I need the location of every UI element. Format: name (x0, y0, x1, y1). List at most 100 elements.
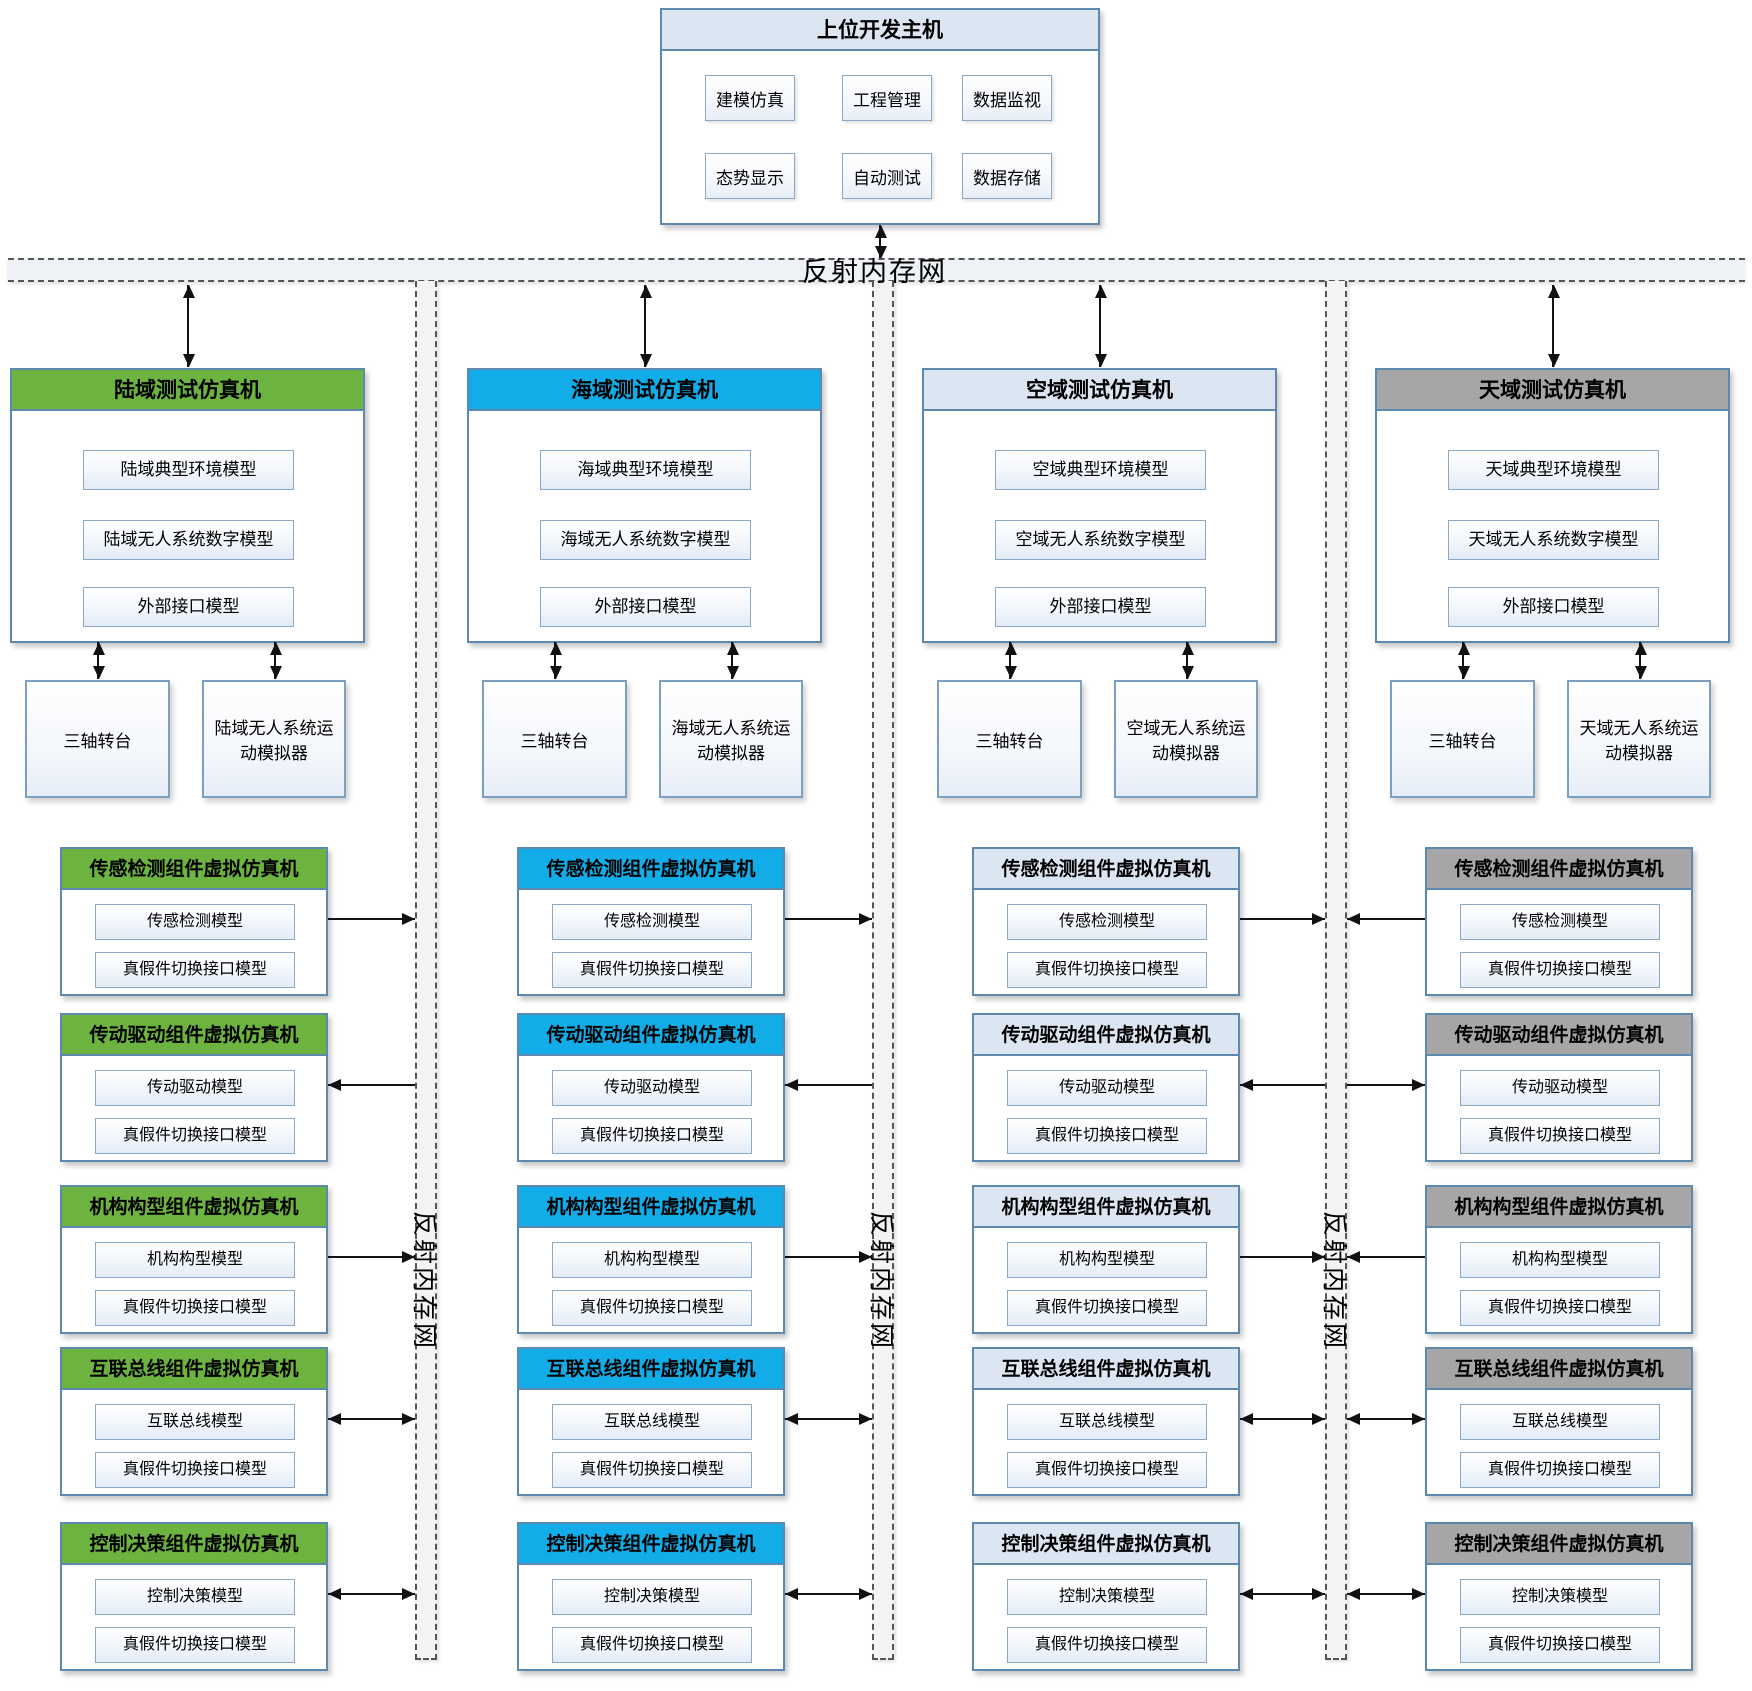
air-test-simulator-title: 空域测试仿真机 (924, 370, 1275, 411)
model-box: 传感检测模型 (95, 904, 295, 940)
network-label: 反射内存网 (867, 1210, 895, 1352)
comp-sensing: 传感检测组件虚拟仿真机 传感检测模型 真假件切换接口模型 (60, 847, 328, 996)
host-button-storage: 数据存储 (962, 153, 1052, 199)
motion-simulator-box: 海域无人系统运动模拟器 (659, 680, 803, 798)
comp-control-title: 控制决策组件虚拟仿真机 (62, 1524, 326, 1565)
comp-sensing-title: 传感检测组件虚拟仿真机 (1427, 849, 1691, 890)
model-box: 互联总线模型 (1460, 1404, 1660, 1440)
comp-sensing: 传感检测组件虚拟仿真机 传感检测模型 真假件切换接口模型 (517, 847, 785, 996)
comp-sensing-title: 传感检测组件虚拟仿真机 (519, 849, 783, 890)
arrow-network-space (1548, 285, 1560, 367)
reflective-memory-network-vertical-1: 反射内存网 (410, 281, 438, 1660)
arrow-sensing-network (1347, 913, 1425, 925)
arrow-sensing-network (785, 913, 872, 925)
comp-control-title: 控制决策组件虚拟仿真机 (519, 1524, 783, 1565)
model-box: 真假件切换接口模型 (95, 1118, 295, 1154)
model-box: 控制决策模型 (1460, 1579, 1660, 1615)
model-box: 真假件切换接口模型 (1007, 1452, 1207, 1488)
arrow-control-network (785, 1588, 872, 1600)
comp-control-title: 控制决策组件虚拟仿真机 (974, 1524, 1238, 1565)
comp-mechanism-title: 机构构型组件虚拟仿真机 (1427, 1187, 1691, 1228)
turntable-box: 三轴转台 (482, 680, 627, 798)
model-box: 空域无人系统数字模型 (995, 520, 1206, 560)
host-button-autotest: 自动测试 (842, 153, 932, 199)
model-box: 真假件切换接口模型 (1460, 1627, 1660, 1663)
model-box: 互联总线模型 (552, 1404, 752, 1440)
comp-bus-title: 互联总线组件虚拟仿真机 (974, 1349, 1238, 1390)
host-title: 上位开发主机 (662, 10, 1098, 51)
model-box: 真假件切换接口模型 (1460, 1118, 1660, 1154)
model-box: 真假件切换接口模型 (552, 1627, 752, 1663)
comp-bus-title: 互联总线组件虚拟仿真机 (1427, 1349, 1691, 1390)
model-box: 天域无人系统数字模型 (1448, 520, 1659, 560)
model-box: 互联总线模型 (1007, 1404, 1207, 1440)
comp-control: 控制决策组件虚拟仿真机 控制决策模型 真假件切换接口模型 (972, 1522, 1240, 1671)
arrow-network-drive (785, 1079, 872, 1091)
arrow-control-network (1240, 1588, 1325, 1600)
comp-drive-title: 传动驱动组件虚拟仿真机 (1427, 1015, 1691, 1056)
comp-mechanism: 机构构型组件虚拟仿真机 机构构型模型 真假件切换接口模型 (1425, 1185, 1693, 1334)
land-test-simulator-title: 陆域测试仿真机 (12, 370, 363, 411)
arrow-turntable (1458, 642, 1470, 679)
comp-bus-title: 互联总线组件虚拟仿真机 (519, 1349, 783, 1390)
comp-drive: 传动驱动组件虚拟仿真机 传动驱动模型 真假件切换接口模型 (517, 1013, 785, 1162)
comp-bus: 互联总线组件虚拟仿真机 互联总线模型 真假件切换接口模型 (1425, 1347, 1693, 1496)
reflective-memory-network-vertical-3: 反射内存网 (1320, 281, 1348, 1660)
model-box: 真假件切换接口模型 (95, 1452, 295, 1488)
arrow-sensing-network (328, 913, 415, 925)
comp-bus: 互联总线组件虚拟仿真机 互联总线模型 真假件切换接口模型 (60, 1347, 328, 1496)
comp-drive: 传动驱动组件虚拟仿真机 传动驱动模型 真假件切换接口模型 (972, 1013, 1240, 1162)
comp-mechanism-title: 机构构型组件虚拟仿真机 (62, 1187, 326, 1228)
comp-drive: 传动驱动组件虚拟仿真机 传动驱动模型 真假件切换接口模型 (1425, 1013, 1693, 1162)
model-box: 控制决策模型 (1007, 1579, 1207, 1615)
comp-control: 控制决策组件虚拟仿真机 控制决策模型 真假件切换接口模型 (60, 1522, 328, 1671)
model-box: 机构构型模型 (552, 1242, 752, 1278)
model-box: 传动驱动模型 (1460, 1070, 1660, 1106)
comp-sensing: 传感检测组件虚拟仿真机 传感检测模型 真假件切换接口模型 (972, 847, 1240, 996)
land-test-simulator-box: 陆域测试仿真机 陆域典型环境模型 陆域无人系统数字模型 外部接口模型 (10, 368, 365, 643)
comp-mechanism-title: 机构构型组件虚拟仿真机 (519, 1187, 783, 1228)
arrow-motion-sim (1182, 642, 1194, 679)
motion-simulator-box: 空域无人系统运动模拟器 (1114, 680, 1258, 798)
comp-bus-title: 互联总线组件虚拟仿真机 (62, 1349, 326, 1390)
turntable-box: 三轴转台 (1390, 680, 1535, 798)
model-box: 真假件切换接口模型 (95, 952, 295, 988)
model-box: 空域典型环境模型 (995, 450, 1206, 490)
host-button-situation: 态势显示 (705, 153, 795, 199)
model-box: 海域无人系统数字模型 (540, 520, 751, 560)
model-box: 天域典型环境模型 (1448, 450, 1659, 490)
model-box: 互联总线模型 (95, 1404, 295, 1440)
comp-bus: 互联总线组件虚拟仿真机 互联总线模型 真假件切换接口模型 (517, 1347, 785, 1496)
comp-drive: 传动驱动组件虚拟仿真机 传动驱动模型 真假件切换接口模型 (60, 1013, 328, 1162)
model-box: 真假件切换接口模型 (95, 1627, 295, 1663)
arrow-network-drive (1240, 1079, 1325, 1091)
network-label: 反射内存网 (1320, 1210, 1348, 1352)
model-box: 控制决策模型 (95, 1579, 295, 1615)
model-box: 传动驱动模型 (95, 1070, 295, 1106)
model-box: 机构构型模型 (1007, 1242, 1207, 1278)
column-space: 天域测试仿真机 天域典型环境模型 天域无人系统数字模型 外部接口模型 三轴转台 … (1347, 0, 1730, 1691)
arrow-host-network (875, 225, 887, 259)
comp-control-title: 控制决策组件虚拟仿真机 (1427, 1524, 1691, 1565)
comp-mechanism: 机构构型组件虚拟仿真机 机构构型模型 真假件切换接口模型 (60, 1185, 328, 1334)
sea-test-simulator-box: 海域测试仿真机 海域典型环境模型 海域无人系统数字模型 外部接口模型 (467, 368, 822, 643)
reflective-memory-network-vertical-2: 反射内存网 (867, 281, 895, 1660)
network-label: 反射内存网 (802, 257, 947, 287)
arrow-bus-network (328, 1413, 415, 1425)
arrow-mechanism-network (328, 1251, 415, 1263)
arrow-mechanism-network (785, 1251, 872, 1263)
model-box: 真假件切换接口模型 (1007, 952, 1207, 988)
model-box: 真假件切换接口模型 (1460, 1290, 1660, 1326)
motion-simulator-box: 陆域无人系统运动模拟器 (202, 680, 346, 798)
comp-control: 控制决策组件虚拟仿真机 控制决策模型 真假件切换接口模型 (517, 1522, 785, 1671)
arrow-network-air (1095, 285, 1107, 367)
model-box: 陆域典型环境模型 (83, 450, 294, 490)
model-box: 真假件切换接口模型 (552, 1452, 752, 1488)
comp-mechanism: 机构构型组件虚拟仿真机 机构构型模型 真假件切换接口模型 (972, 1185, 1240, 1334)
comp-drive-title: 传动驱动组件虚拟仿真机 (974, 1015, 1238, 1056)
model-box: 真假件切换接口模型 (1007, 1290, 1207, 1326)
space-test-simulator-box: 天域测试仿真机 天域典型环境模型 天域无人系统数字模型 外部接口模型 (1375, 368, 1730, 643)
arrow-mechanism-network (1240, 1251, 1325, 1263)
model-box: 真假件切换接口模型 (552, 1290, 752, 1326)
